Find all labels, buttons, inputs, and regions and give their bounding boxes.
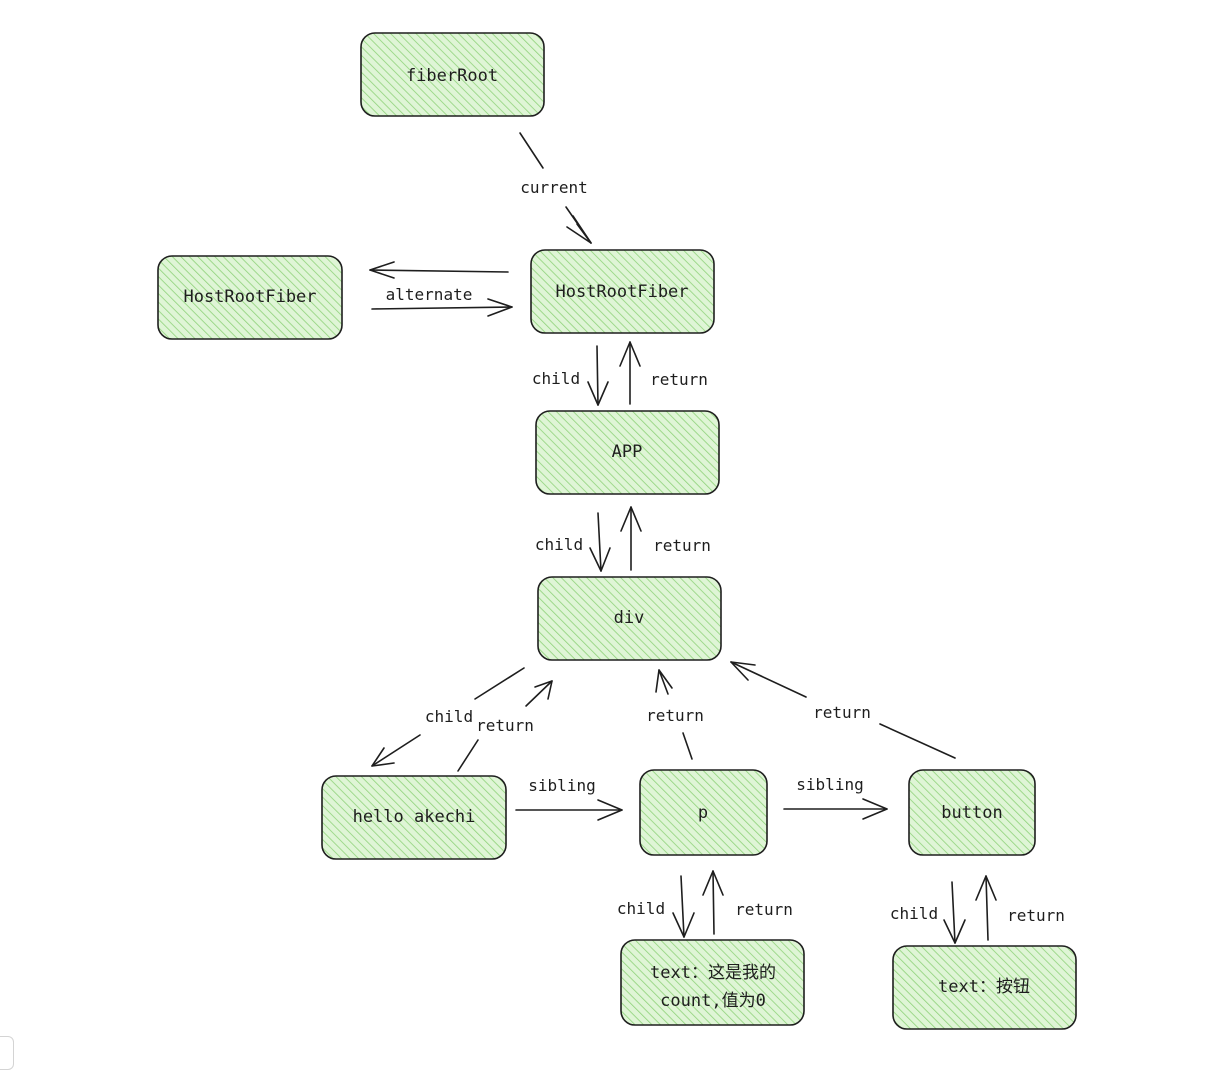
corner-scroll-handle [0,1036,14,1070]
svg-text:child: child [425,707,473,726]
svg-text:return: return [1007,906,1065,925]
edge-p-div-return: return [646,669,704,760]
edge-app-hostroot-return: return [619,341,708,405]
svg-text:child: child [890,904,938,923]
svg-text:text：这是我的: text：这是我的 [650,963,776,983]
svg-text:return: return [646,706,704,725]
edge-text-button-return: return [975,875,1065,941]
node-p: p [639,769,768,856]
node-hostrootfiber: HostRootFiber [530,249,715,334]
edge-text-p-return: return [702,870,793,935]
svg-text:text：按钮: text：按钮 [938,977,1030,997]
edge-current: current [519,132,592,244]
svg-text:return: return [813,703,871,722]
edge-p-button-sibling: sibling [783,775,888,820]
svg-text:child: child [532,369,580,388]
edge-div-app-return: return [620,506,711,571]
node-button: button [908,769,1036,856]
svg-text:count,值为0: count,值为0 [660,991,766,1011]
edge-div-hello-child: child [371,667,525,767]
node-hostrootfiber-alternate: HostRootFiber [157,255,343,340]
svg-text:return: return [653,536,711,555]
svg-text:HostRootFiber: HostRootFiber [555,282,688,302]
node-app: APP [535,410,720,495]
node-text-button: text：按钮 [892,945,1077,1030]
node-fiberroot: fiberRoot [360,32,545,117]
svg-text:child: child [535,535,583,554]
svg-text:APP: APP [612,442,643,462]
svg-text:return: return [650,370,708,389]
node-text-p: text：这是我的 count,值为0 [620,939,805,1026]
node-hello-akechi: hello akechi [321,775,507,860]
svg-text:div: div [614,608,645,628]
edge-button-div-return: return [730,661,956,759]
svg-text:fiberRoot: fiberRoot [406,66,498,86]
edge-hello-p-sibling: sibling [515,776,623,821]
svg-text:child: child [617,899,665,918]
edge-alternate: alternate [369,261,513,317]
edge-button-text-child: child [890,881,966,944]
node-div: div [537,576,722,661]
svg-text:alternate: alternate [386,285,473,304]
svg-text:sibling: sibling [796,775,863,794]
svg-text:HostRootFiber: HostRootFiber [183,287,316,307]
svg-text:p: p [698,803,708,823]
edge-app-div-child: child [535,512,611,572]
svg-text:button: button [941,803,1002,823]
edge-p-text-child: child [617,875,695,938]
svg-text:hello akechi: hello akechi [353,807,476,827]
svg-text:return: return [476,716,534,735]
edge-hello-div-return: return [457,680,553,772]
edge-hostroot-app-child: child [532,345,609,406]
svg-text:current: current [520,178,587,197]
svg-text:sibling: sibling [528,776,595,795]
svg-text:return: return [735,900,793,919]
